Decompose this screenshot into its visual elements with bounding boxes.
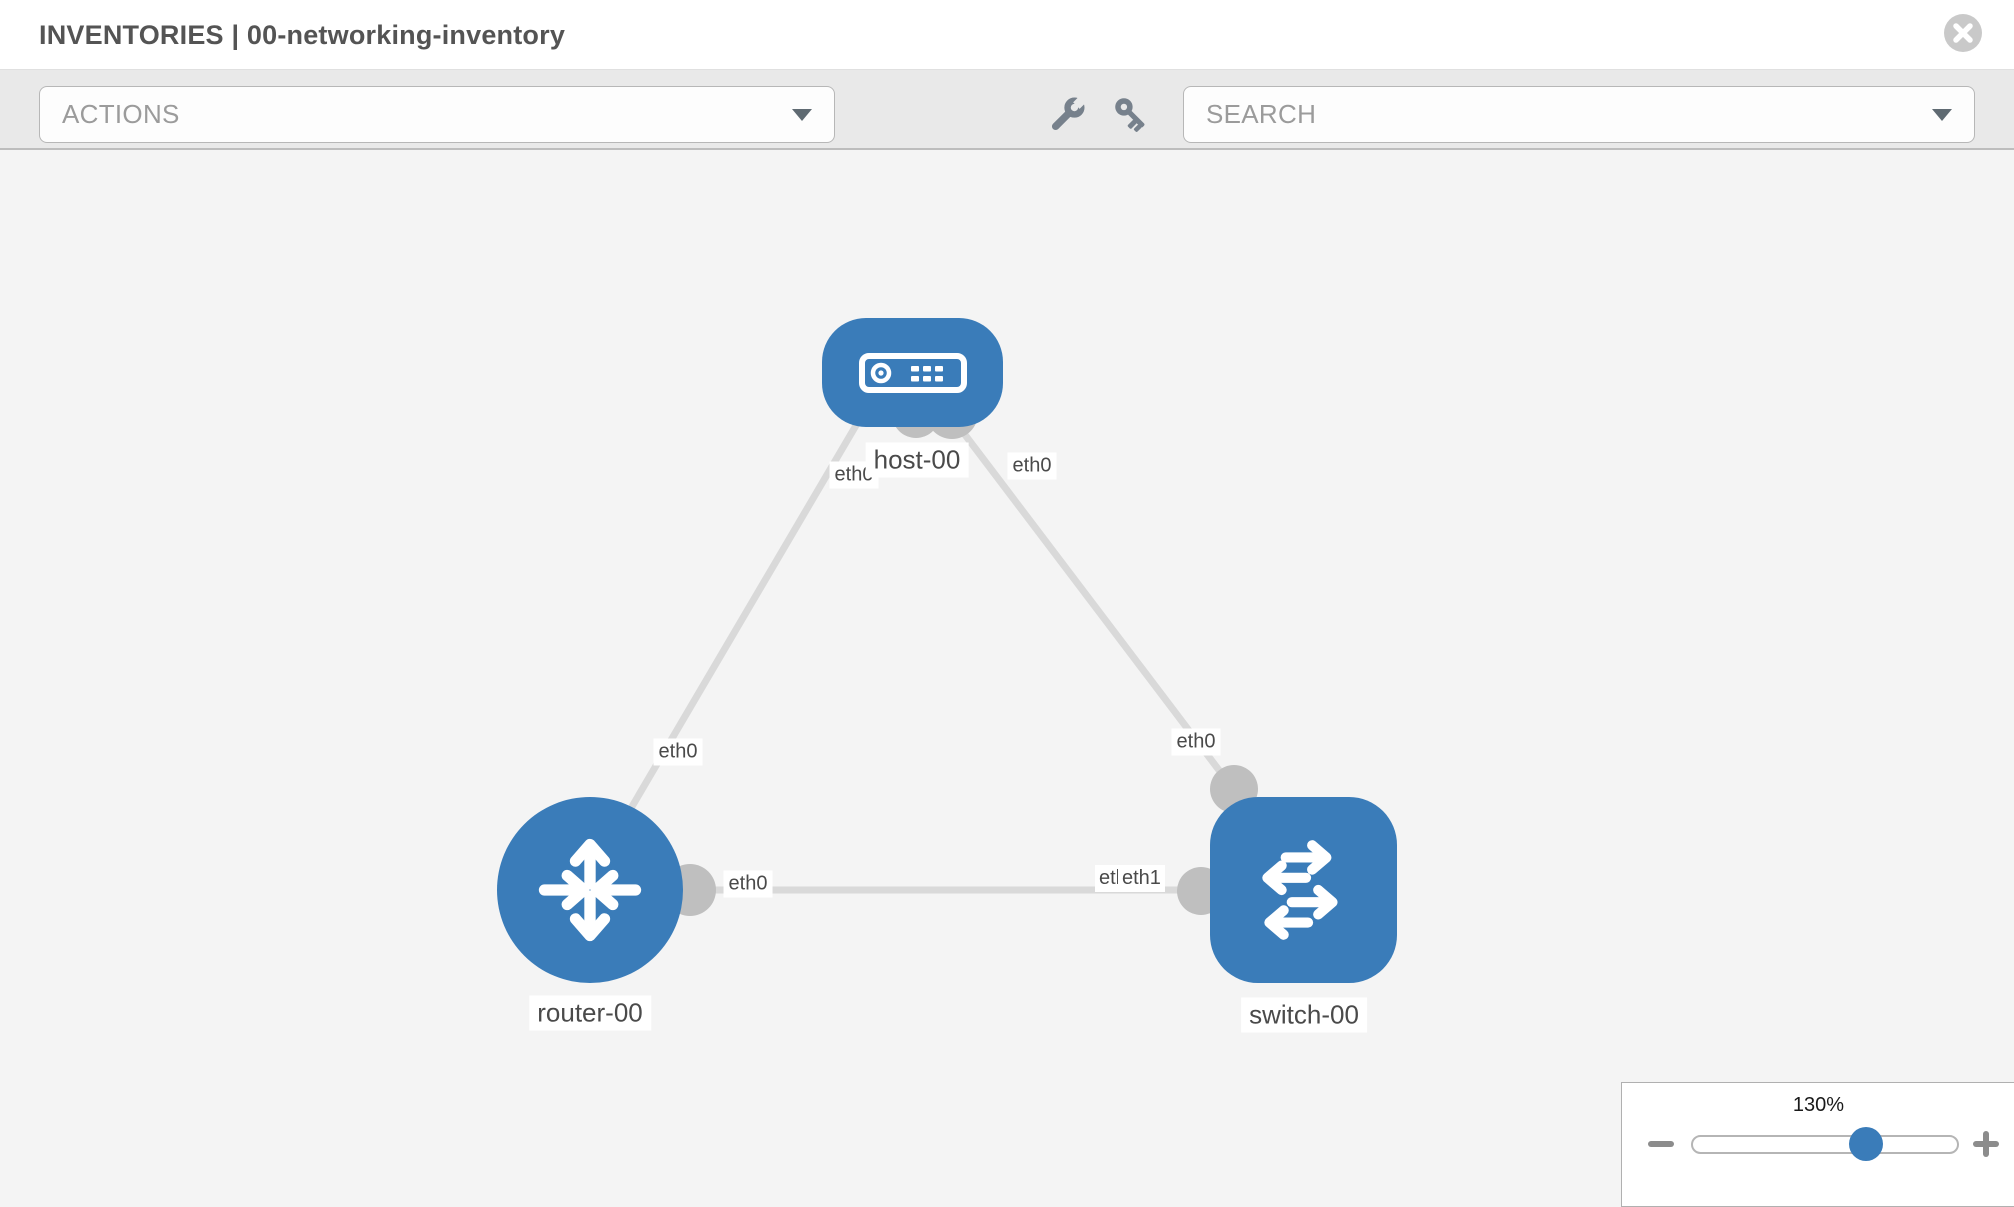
chevron-down-icon xyxy=(792,108,812,121)
credentials-button[interactable] xyxy=(1111,94,1155,138)
port-label-router-eth0-top: eth0 xyxy=(653,738,703,766)
zoom-panel: 130% xyxy=(1621,1082,2014,1207)
link-host-switch xyxy=(947,412,1237,793)
search-dropdown-label: SEARCH xyxy=(1206,99,1317,129)
key-icon xyxy=(1115,98,1145,132)
zoom-in-button[interactable] xyxy=(1973,1131,1999,1157)
zoom-slider-track[interactable] xyxy=(1691,1127,1959,1161)
wrench-icon xyxy=(1051,95,1087,131)
close-icon xyxy=(1944,14,1982,52)
close-button[interactable] xyxy=(1943,13,1983,53)
zoom-slider-thumb[interactable] xyxy=(1849,1127,1883,1161)
port-label-router-eth0-mid: eth0 xyxy=(723,870,773,898)
node-label-switch-00: switch-00 xyxy=(1241,997,1367,1033)
page-title: INVENTORIES | 00-networking-inventory xyxy=(39,20,566,50)
node-router-00[interactable] xyxy=(497,797,683,983)
chevron-down-icon xyxy=(1932,108,1952,121)
zoom-level: 130% xyxy=(1792,1094,1845,1116)
node-label-host-00: host-00 xyxy=(865,442,969,478)
actions-dropdown-label: ACTIONS xyxy=(62,99,180,129)
node-host-00[interactable] xyxy=(822,318,1003,427)
header: INVENTORIES | 00-networking-inventory xyxy=(0,0,2014,70)
port-label-host-eth0-right: eth0 xyxy=(1007,452,1057,480)
port-label-switch-overlap: eth0 eth1 xyxy=(1095,865,1185,901)
port-label-switch-eth1-mid: eth1 xyxy=(1118,865,1165,892)
configure-button[interactable] xyxy=(1044,94,1088,138)
router-icon xyxy=(538,838,642,942)
port-label-switch-eth0-top: eth0 xyxy=(1171,728,1221,756)
toolbar: ACTIONS SEARCH xyxy=(0,70,2014,150)
node-switch-00[interactable] xyxy=(1210,797,1397,983)
search-dropdown[interactable]: SEARCH xyxy=(1183,86,1975,143)
links-layer xyxy=(576,387,1258,916)
actions-dropdown[interactable]: ACTIONS xyxy=(39,86,835,143)
host-icon xyxy=(858,352,967,393)
zoom-out-button[interactable] xyxy=(1648,1141,1674,1147)
topology-canvas[interactable]: host-00 router-00 switch-00 eth0 eth0 et… xyxy=(0,150,2014,1200)
switch-icon xyxy=(1261,840,1338,940)
node-label-router-00: router-00 xyxy=(529,995,651,1031)
